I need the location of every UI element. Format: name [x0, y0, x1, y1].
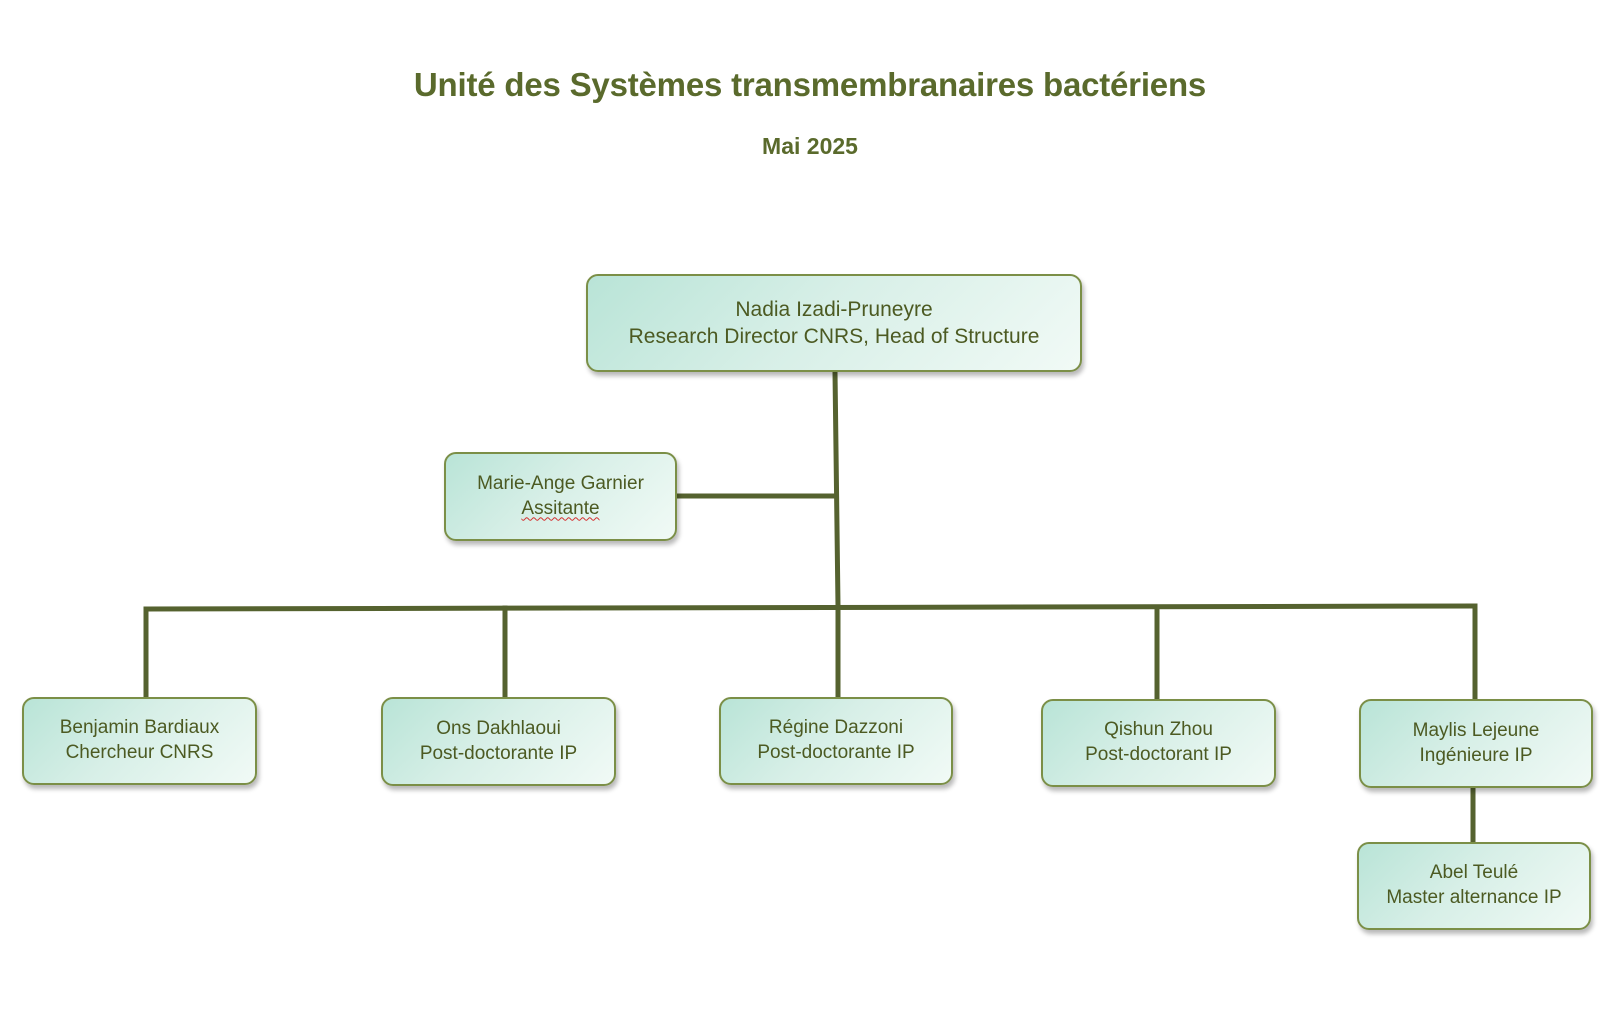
- node-member-bardiaux: Benjamin Bardiaux Chercheur CNRS: [22, 697, 257, 785]
- node-member-zhou-name: Qishun Zhou: [1104, 719, 1213, 741]
- node-member-teule-name: Abel Teulé: [1429, 862, 1519, 884]
- node-member-dakhlaoui-name: Ons Dakhlaoui: [436, 717, 561, 739]
- node-head-role: Research Director CNRS, Head of Structur…: [628, 325, 1040, 348]
- node-member-dakhlaoui: Ons Dakhlaoui Post-doctorante IP: [381, 697, 616, 786]
- chart-date: Mai 2025: [762, 133, 858, 159]
- node-member-lejeune-role: Ingénieure IP: [1419, 744, 1533, 766]
- node-head-name: Nadia Izadi-Pruneyre: [735, 297, 933, 321]
- node-member-dazzoni-name: Régine Dazzoni: [768, 717, 904, 739]
- node-member-dazzoni: Régine Dazzoni Post-doctorante IP: [719, 697, 953, 785]
- node-head: Nadia Izadi-Pruneyre Research Director C…: [586, 274, 1082, 372]
- node-member-teule-role: Master alternance IP: [1386, 887, 1562, 908]
- node-member-lejeune: Maylis Lejeune Ingénieure IP: [1359, 699, 1593, 788]
- node-member-teule: Abel Teulé Master alternance IP: [1357, 842, 1591, 930]
- node-member-dazzoni-role: Post-doctorante IP: [757, 742, 915, 763]
- node-member-zhou-role: Post-doctorant IP: [1085, 744, 1232, 765]
- node-assistant-role: Assitante: [521, 497, 600, 519]
- chart-title: Unité des Systèmes transmembranaires bac…: [413, 66, 1207, 103]
- node-member-bardiaux-role: Chercheur CNRS: [65, 742, 214, 763]
- connector-head-trunk: [832, 369, 841, 609]
- node-assistant-name: Marie-Ange Garnier: [477, 472, 644, 494]
- node-assistant: Marie-Ange Garnier Assitante: [444, 452, 677, 541]
- node-member-dakhlaoui-role: Post-doctorante IP: [419, 742, 578, 764]
- node-member-zhou: Qishun Zhou Post-doctorant IP: [1041, 699, 1276, 787]
- node-member-bardiaux-name: Benjamin Bardiaux: [59, 717, 220, 739]
- node-member-lejeune-name: Maylis Lejeune: [1412, 719, 1540, 741]
- connector-horizontal-bar: [143, 603, 1478, 612]
